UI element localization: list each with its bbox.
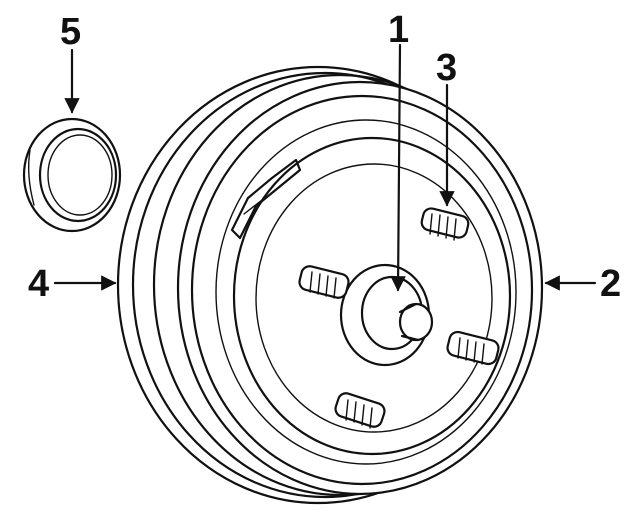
callout-1: 1 (388, 9, 409, 51)
stud-right (446, 330, 500, 366)
callout-2: 2 (600, 263, 621, 305)
stud-lower (334, 392, 386, 429)
callout-3: 3 (436, 47, 457, 89)
stud-upper-right (420, 207, 470, 241)
callout-5: 5 (60, 11, 81, 53)
callout-4: 4 (28, 263, 49, 305)
hub (339, 263, 434, 367)
wheel-studs (298, 207, 500, 429)
grease-seal (22, 117, 122, 233)
leader-1 (390, 43, 406, 292)
stud-left (298, 265, 350, 299)
